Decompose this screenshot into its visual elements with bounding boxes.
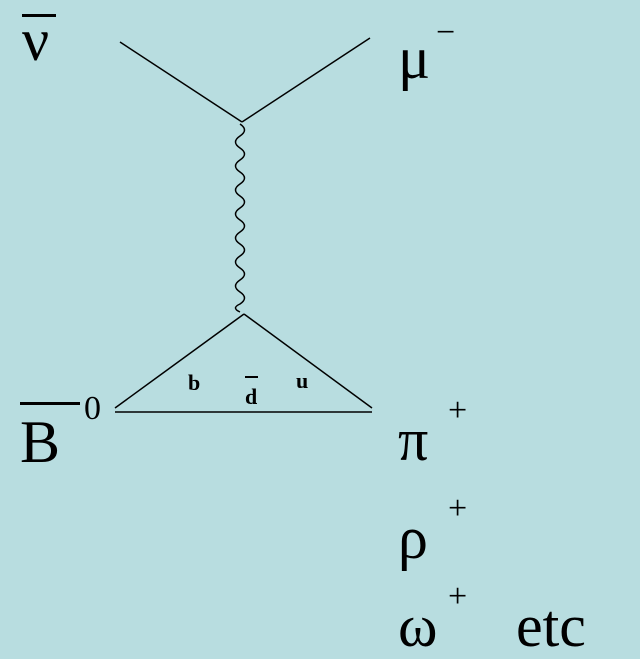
antineutrino-line [119, 41, 243, 123]
w-boson-wavy-line [234, 123, 246, 313]
pion-label: π [398, 407, 429, 473]
quark-d-overbar [245, 376, 258, 378]
b-meson-overbar [20, 402, 80, 405]
rho-charge: + [448, 490, 468, 527]
rho-label: ρ [398, 505, 428, 571]
b-meson-label: B [20, 409, 61, 475]
omega-charge: + [448, 578, 468, 615]
antineutrino-label: ν [22, 7, 50, 73]
u-quark-line [243, 313, 373, 409]
muon-charge: − [436, 14, 456, 51]
b-quark-line [114, 313, 245, 409]
b-meson-charge: 0 [84, 390, 101, 427]
muon-label: μ [398, 25, 431, 91]
quark-dbar-label: d [245, 384, 258, 409]
quark-u-label: u [296, 368, 309, 393]
etc-label: etc [516, 593, 586, 659]
pion-charge: + [448, 392, 468, 429]
muon-line [241, 37, 371, 123]
antineutrino-overbar [22, 14, 56, 17]
omega-label: ω [398, 593, 438, 659]
quark-b-label: b [188, 370, 201, 395]
